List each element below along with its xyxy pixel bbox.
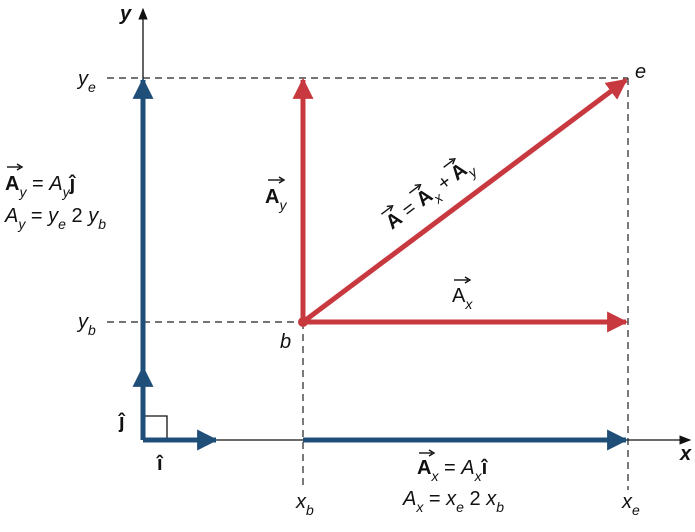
label-ax-red: Ax xyxy=(452,276,473,312)
tick-xe: xe xyxy=(621,491,640,518)
axes xyxy=(138,7,692,445)
ay-vector-equation: Ay = Ayĵ xyxy=(5,173,77,200)
resultant-vector xyxy=(301,77,628,325)
tick-xb: xb xyxy=(295,491,314,518)
ay-scalar-equation: Ay = ye 2 yb xyxy=(4,205,106,232)
ax-scalar-equation: Ax = xe 2 xb xyxy=(402,488,504,515)
ay-equations: Ay = Ayĵ Ay = ye 2 yb xyxy=(4,163,106,232)
red-vectors xyxy=(292,77,629,333)
vector-arrows-over xyxy=(380,158,456,215)
point-b-label: b xyxy=(280,331,291,353)
y-axis-label: y xyxy=(119,3,132,25)
svg-text:Ay: Ay xyxy=(265,186,287,213)
x-axis-label: x xyxy=(679,443,692,465)
tick-yb: yb xyxy=(76,311,96,338)
point-e-label: e xyxy=(635,61,646,83)
begin-point-dot xyxy=(298,317,308,327)
i-hat-label: î xyxy=(156,453,164,475)
label-ay-red: Ay xyxy=(265,176,287,213)
ax-equations: Ax = Axî Ax = xe 2 xb xyxy=(402,449,504,515)
right-angle-marker xyxy=(143,415,168,440)
ax-vector-equation: Ax = Axî xyxy=(417,457,489,484)
j-hat-label: ĵ xyxy=(118,411,126,433)
blue-vectors xyxy=(132,77,629,451)
svg-text:Ax: Ax xyxy=(452,285,473,312)
tick-ye: ye xyxy=(76,68,96,95)
guide-lines xyxy=(107,77,629,490)
